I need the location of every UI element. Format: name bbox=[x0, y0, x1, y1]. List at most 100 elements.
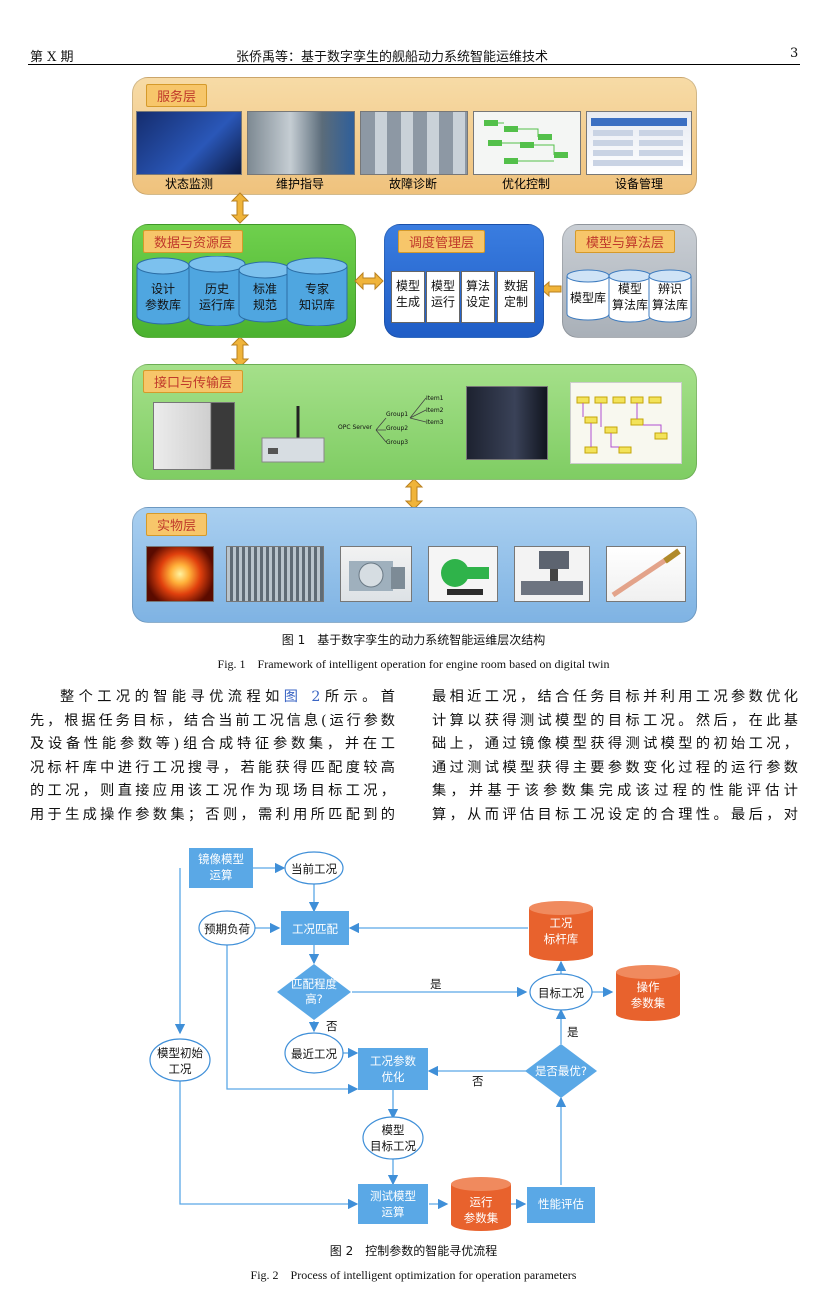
turbine-blades-image bbox=[226, 546, 324, 602]
service-item-status: 状态监测 bbox=[164, 177, 213, 191]
label-nearest: 最近工况 bbox=[291, 1047, 337, 1061]
text-line: 用于生成操作参数集；否则，需利用所匹配到的 bbox=[30, 806, 395, 823]
text-line: 算，从而评估目标工况设定的合理性。最后，对 bbox=[432, 806, 798, 823]
model-cylinders bbox=[566, 269, 692, 323]
wiring-diagram-image bbox=[570, 382, 682, 464]
label-model-target: 模型 目标工况 bbox=[370, 1123, 416, 1153]
page-number: 3 bbox=[790, 46, 799, 61]
fig2-caption-en: Fig. 2 Process of intelligent optimizati… bbox=[250, 1268, 577, 1282]
service-item-maintenance: 维护指导 bbox=[275, 177, 324, 191]
fan-image bbox=[340, 546, 412, 602]
running-title: 张侨禹等：基于数字孪生的舰船动力系统智能运维技术 bbox=[236, 50, 549, 65]
status-monitor-image bbox=[136, 111, 242, 175]
opc-group3: Group3 bbox=[386, 439, 409, 446]
opc-item1: Item1 bbox=[426, 395, 444, 402]
gateway-image bbox=[466, 386, 548, 460]
node-current bbox=[284, 851, 344, 885]
text-line: 通过测试模型获得主要参数变化过程的运行参数 bbox=[432, 759, 798, 776]
edge bbox=[226, 945, 359, 1095]
body-text-left: 整个工况的智能寻优流程如图 2所示。首 先，根据任务目标，结合当前工况信息(运行… bbox=[30, 686, 395, 827]
fig1-caption-cn: 图 1 基于数字孪生的动力系统智能运维层次结构 bbox=[281, 633, 546, 647]
double-arrow-icon bbox=[404, 478, 424, 510]
label-mirror: 镜像模型 运算 bbox=[198, 852, 244, 882]
header-rule bbox=[28, 64, 800, 65]
model-algorithm-title: 模型与算法层 bbox=[575, 230, 676, 253]
edge-label-yes: 是 bbox=[430, 977, 442, 991]
text-line: 及设备性能参数等)组合成特征参数集，并在工 bbox=[30, 736, 395, 752]
equipment-mgmt-image bbox=[586, 111, 692, 175]
label-eval: 性能评估 bbox=[538, 1197, 584, 1211]
node-target bbox=[529, 973, 593, 1011]
fig2-caption-cn: 图 2 控制参数的智能寻优流程 bbox=[329, 1244, 498, 1258]
node-optimize bbox=[358, 1048, 428, 1090]
sched-data: 数据 定制 bbox=[497, 271, 535, 323]
node-mirror bbox=[189, 848, 253, 888]
text-line: 先，根据任务目标，结合当前工况信息(运行参数 bbox=[30, 712, 395, 729]
physical-title: 实物层 bbox=[146, 513, 208, 536]
maintenance-image bbox=[247, 111, 355, 175]
db-expert: 专家 知识库 bbox=[298, 282, 335, 312]
node-benchmark bbox=[529, 908, 593, 961]
text-line: 况标杆库中进行工况搜寻，若能获得匹配度较高 bbox=[30, 759, 395, 776]
label-init: 模型初始 工况 bbox=[157, 1046, 203, 1076]
text-line: 最相近工况，结合任务目标并利用工况参数优化 bbox=[432, 689, 798, 705]
opc-tree bbox=[375, 397, 427, 443]
node-best bbox=[525, 1044, 597, 1098]
sched-model-run: 模型 运行 bbox=[426, 271, 460, 323]
label-optimize: 工况参数 优化 bbox=[370, 1054, 416, 1084]
valve-image bbox=[514, 546, 590, 602]
text-line: 集，并基于该参数集完成该过程的性能评估计 bbox=[432, 783, 798, 799]
text-line: 的工况，则直接应用该工况作为现场目标工况， bbox=[30, 783, 395, 799]
fig1-caption-en: Fig. 1 Framework of intelligent operatio… bbox=[217, 657, 610, 671]
double-arrow-h-icon bbox=[354, 271, 384, 291]
db-design-params: 设计 参数库 bbox=[144, 282, 181, 312]
node-nearest bbox=[284, 1032, 344, 1074]
opc-group1: Group1 bbox=[386, 411, 409, 418]
opc-item2: Item2 bbox=[426, 407, 444, 414]
ident-alg-lib: 辨识 算法库 bbox=[651, 282, 688, 312]
service-layer-title: 服务层 bbox=[146, 84, 208, 107]
model-alg-lib: 模型 算法库 bbox=[611, 282, 648, 312]
node-run bbox=[451, 1184, 511, 1231]
optimization-image bbox=[473, 111, 581, 175]
edge bbox=[179, 1080, 359, 1210]
label-best: 是否最优? bbox=[534, 1064, 588, 1078]
service-item-optimize: 优化控制 bbox=[501, 177, 550, 191]
pump-image bbox=[428, 546, 498, 602]
label-ops: 操作 参数集 bbox=[630, 980, 666, 1010]
text-line: 整个工况的智能寻优流程如图 2所示。首 bbox=[60, 689, 395, 705]
figure-2-flowchart bbox=[149, 848, 680, 1231]
text-line: 计算以获得测试模型的目标工况。然后，在此基 bbox=[432, 712, 798, 729]
interface-title: 接口与传输层 bbox=[143, 370, 244, 393]
node-load bbox=[198, 910, 256, 946]
opc-group2: Group2 bbox=[386, 425, 409, 432]
opc-server-label: OPC Server bbox=[338, 424, 373, 431]
label-load: 预期负荷 bbox=[204, 922, 250, 936]
fault-diagnosis-image bbox=[360, 111, 468, 175]
arrow-left-icon bbox=[540, 281, 562, 297]
service-item-equipment: 设备管理 bbox=[614, 177, 663, 191]
label-test: 测试模型 运算 bbox=[370, 1189, 416, 1219]
label-match: 工况匹配 bbox=[292, 922, 338, 936]
node-model-target bbox=[362, 1116, 424, 1160]
opc-item3: Item3 bbox=[426, 419, 444, 426]
data-resource-title: 数据与资源层 bbox=[143, 230, 244, 253]
sensor-probe-image bbox=[606, 546, 686, 602]
db-history: 历史 运行库 bbox=[198, 282, 235, 312]
double-arrow-icon bbox=[230, 192, 250, 224]
combustion-image bbox=[146, 546, 214, 602]
label-run: 运行 参数集 bbox=[463, 1195, 499, 1225]
node-test bbox=[358, 1184, 428, 1224]
journal-issue: 第 X 期 bbox=[30, 50, 74, 65]
text-line: 础上，通过镜像模型获得测试模型的初始工况， bbox=[432, 736, 798, 752]
edge-label-no: 否 bbox=[326, 1019, 338, 1033]
body-text-right: 最相近工况，结合任务目标并利用工况参数优化 计算以获得测试模型的目标工况。然后，… bbox=[432, 686, 798, 827]
edge-label-yes: 是 bbox=[567, 1025, 579, 1039]
figure-2-link[interactable]: 图 2 bbox=[283, 689, 321, 705]
sched-model-gen: 模型 生成 bbox=[391, 271, 425, 323]
db-standards: 标准 规范 bbox=[252, 282, 277, 312]
label-current: 当前工况 bbox=[291, 862, 337, 876]
node-ops bbox=[616, 972, 680, 1021]
node-eval bbox=[527, 1187, 595, 1223]
node-match bbox=[281, 911, 349, 945]
